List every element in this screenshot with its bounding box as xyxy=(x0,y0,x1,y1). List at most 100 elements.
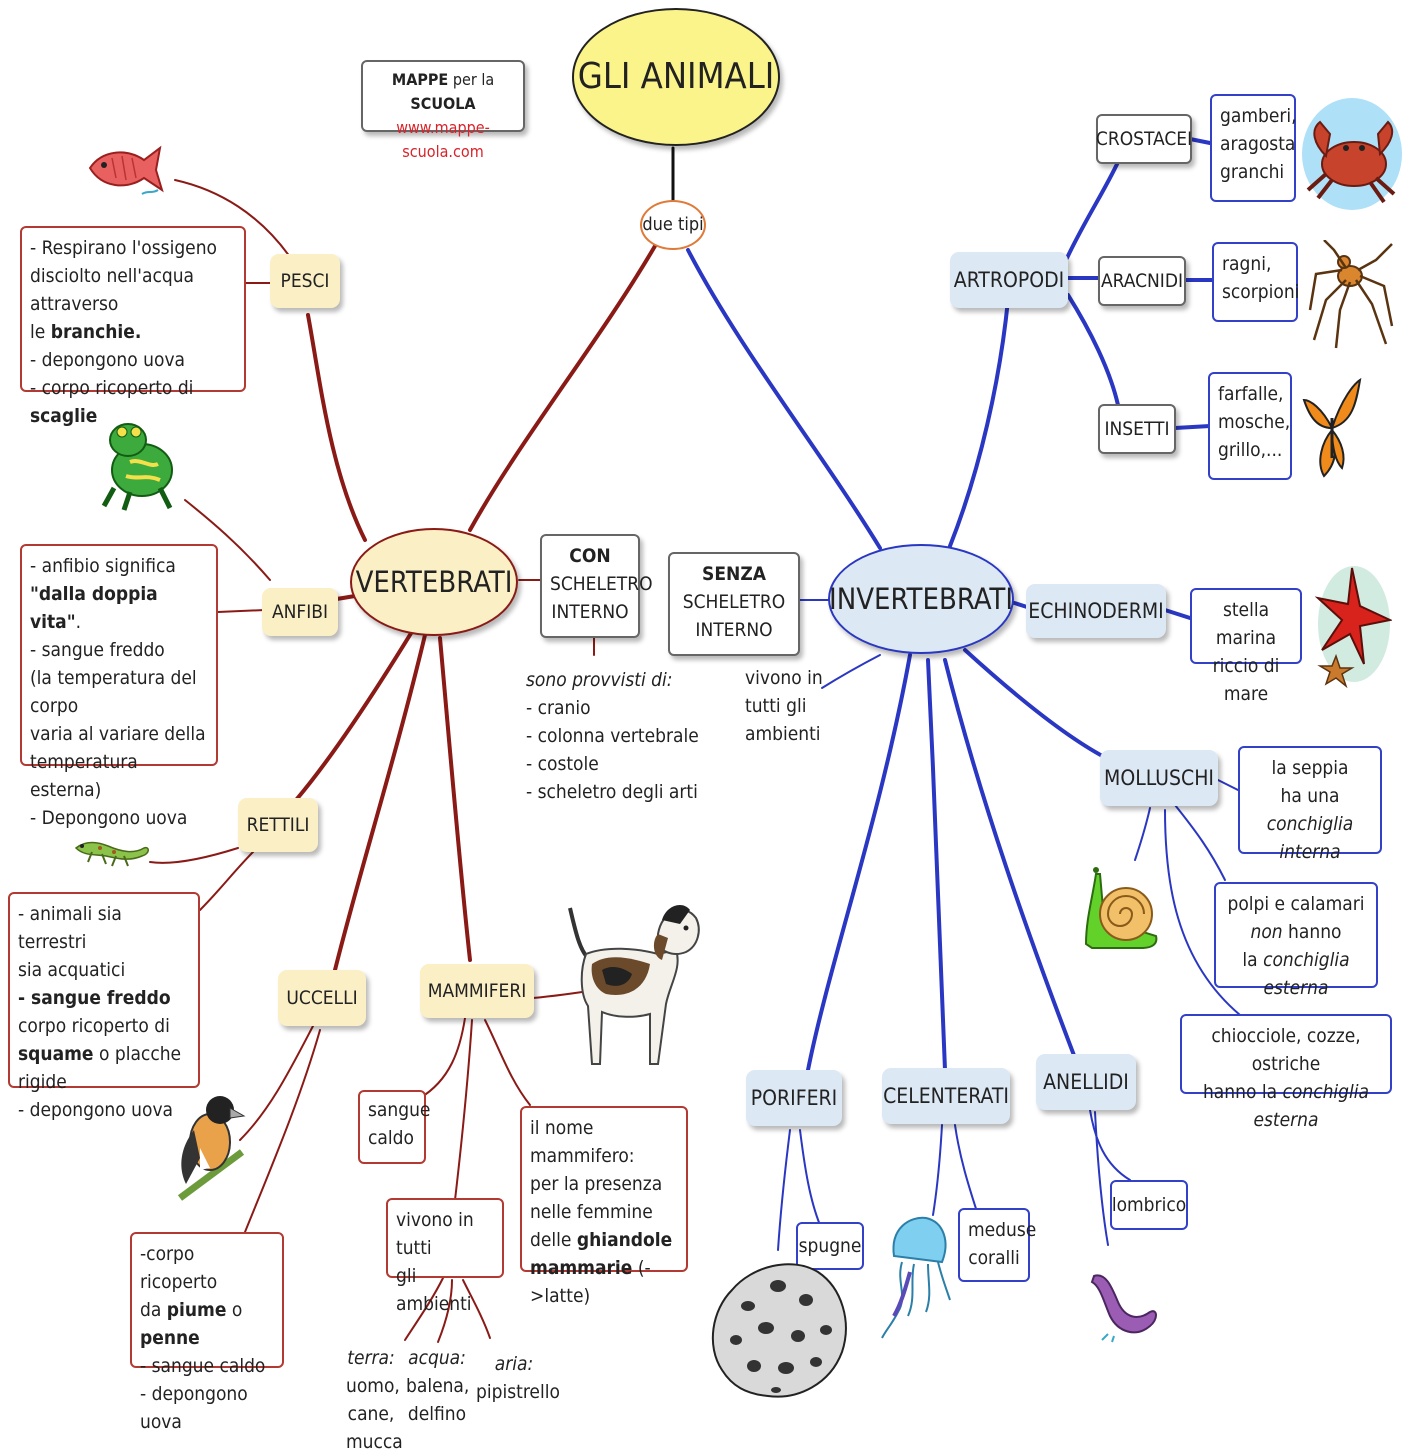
uccelli-desc-line: - depongono uova xyxy=(140,1383,248,1433)
poriferi-label: PORIFERI xyxy=(750,1086,838,1110)
uccelli-node[interactable]: UCCELLI xyxy=(278,970,366,1026)
molluschi-chiocciole: chiocciole, cozze, ostriche hanno la con… xyxy=(1180,1014,1392,1131)
senza-line-2: SCHELETRO xyxy=(682,591,786,613)
pesci-desc-line: - corpo ricoperto di xyxy=(30,377,194,399)
molluschi-node[interactable]: MOLLUSCHI xyxy=(1100,750,1218,806)
uccelli-desc-line: o xyxy=(226,1299,243,1321)
uccelli-desc-bold: penne xyxy=(140,1327,200,1349)
uccelli-desc-bold: piume xyxy=(166,1299,227,1321)
anfibi-desc-line: temperatura esterna) xyxy=(30,751,138,801)
provvisti-intro: sono provvisti di: xyxy=(526,669,673,691)
butterfly-icon xyxy=(1302,378,1362,478)
pesci-desc-bold: branchie. xyxy=(50,321,142,343)
crostacei-node[interactable]: CROSTACEI xyxy=(1096,114,1192,164)
nome-bold: ghiandole xyxy=(576,1229,673,1251)
insetti-desc-line: grillo,... xyxy=(1218,439,1283,461)
invertebrati-node[interactable]: INVERTEBRATI xyxy=(828,544,1014,654)
senza-line-3: INTERNO xyxy=(695,619,773,641)
pesci-node[interactable]: PESCI xyxy=(270,254,340,308)
anellidi-desc-line: lombrico xyxy=(1111,1194,1187,1216)
rettili-label: RETTILI xyxy=(246,814,310,836)
seppia-italic: conchiglia interna xyxy=(1266,813,1354,863)
invertebrati-label: INVERTEBRATI xyxy=(829,582,1014,616)
due-tipi-text: due tipi xyxy=(642,214,704,235)
sangue-line: sangue xyxy=(368,1099,431,1121)
celenterati-node[interactable]: CELENTERATI xyxy=(882,1068,1010,1124)
provvisti-item: - costole xyxy=(526,753,599,775)
terra-item: cane, xyxy=(347,1403,395,1425)
molluschi-seppia: la seppia ha una conchiglia interna xyxy=(1238,746,1382,863)
echinodermi-desc-line: riccio di mare xyxy=(1212,655,1280,705)
terra-item: mucca xyxy=(346,1431,403,1453)
nome-line: per la presenza xyxy=(530,1173,663,1195)
senza-scheletro-box[interactable]: SENZA SCHELETRO INTERNO xyxy=(668,552,800,656)
seppia-line: ha una xyxy=(1280,785,1340,807)
mammiferi-node[interactable]: MAMMIFERI xyxy=(420,964,534,1018)
link-label-due-tipi: due tipi xyxy=(640,200,706,250)
nome-line: il nome mammifero: xyxy=(530,1117,635,1167)
anfibi-node[interactable]: ANFIBI xyxy=(262,588,338,636)
frog-icon xyxy=(101,423,173,511)
poriferi-desc: spugne xyxy=(796,1222,864,1270)
chiocciole-line: hanno la xyxy=(1202,1081,1283,1103)
anfibi-desc-line: - anfibio significa xyxy=(30,555,176,577)
uccelli-desc-line: da xyxy=(140,1299,167,1321)
con-line-3: INTERNO xyxy=(551,601,629,623)
anellidi-node[interactable]: ANELLIDI xyxy=(1036,1054,1136,1110)
dog-icon xyxy=(568,905,700,1065)
snail-icon xyxy=(1084,867,1158,949)
aracnidi-desc-line: scorpioni xyxy=(1222,281,1300,303)
page-title: GLI ANIMALI xyxy=(577,56,775,97)
invertebrati-vivono-line: vivono in xyxy=(745,667,823,689)
celenterati-label: CELENTERATI xyxy=(883,1084,1009,1108)
logo-text-per: per la xyxy=(448,70,495,89)
anfibi-desc-bold: "dalla doppia vita" xyxy=(30,583,158,633)
invertebrati-vivono-line: ambienti xyxy=(745,723,821,745)
terra-item: uomo, xyxy=(346,1375,400,1397)
aracnidi-node[interactable]: ARACNIDI xyxy=(1098,256,1186,306)
echinodermi-desc-line: stella marina xyxy=(1215,599,1277,649)
logo-box[interactable]: MAPPE per la SCUOLA www.mappe-scuola.com xyxy=(361,60,525,161)
pesci-desc-line: - Respirano l'ossigeno xyxy=(30,237,217,259)
acqua-list: acqua: balena, delfino xyxy=(406,1344,469,1428)
echinodermi-node[interactable]: ECHINODERMI xyxy=(1026,584,1166,638)
aria-head: aria: xyxy=(494,1353,534,1375)
mammiferi-vivono: vivono in tutti gli ambienti xyxy=(386,1198,504,1315)
mammiferi-vivono-line: vivono in tutti xyxy=(396,1209,474,1259)
mammiferi-sangue: sangue caldo xyxy=(358,1090,431,1164)
poriferi-node[interactable]: PORIFERI xyxy=(746,1070,842,1126)
con-bold: CON xyxy=(569,545,611,567)
crostacei-desc-line: gamberi, xyxy=(1220,105,1297,127)
vertebrati-node[interactable]: VERTEBRATI xyxy=(350,528,518,636)
uccelli-label: UCCELLI xyxy=(286,987,358,1009)
pesci-desc-line: disciolto nell'acqua attraverso xyxy=(30,265,195,315)
anellidi-desc: lombrico xyxy=(1110,1180,1188,1230)
terra-head: terra: xyxy=(347,1347,395,1369)
sangue-line: caldo xyxy=(368,1127,414,1149)
nome-bold: mammarie xyxy=(530,1257,633,1279)
echinodermi-label: ECHINODERMI xyxy=(1028,599,1164,623)
insetti-desc-line: mosche, xyxy=(1218,411,1291,433)
rettili-desc-line: - depongono uova xyxy=(18,1099,174,1121)
terra-list: terra: uomo, cane, mucca xyxy=(346,1344,403,1456)
nome-line: (->latte) xyxy=(530,1257,651,1307)
rettili-desc-line: corpo ricoperto di xyxy=(18,1015,170,1037)
logo-text-scuola: SCUOLA xyxy=(410,94,476,113)
title-node: GLI ANIMALI xyxy=(572,8,780,146)
fish-icon xyxy=(88,145,164,195)
polpi-line: hanno xyxy=(1282,921,1342,943)
crostacei-desc-line: granchi xyxy=(1220,161,1285,183)
crostacei-label: CROSTACEI xyxy=(1095,128,1193,150)
crostacei-desc-line: aragosta xyxy=(1220,133,1296,155)
artropodi-node[interactable]: ARTROPODI xyxy=(950,252,1068,308)
pesci-desc-line: - depongono uova xyxy=(30,349,186,371)
rettili-desc-bold: sangue freddo xyxy=(31,987,171,1009)
polpi-line: polpi e calamari xyxy=(1227,893,1365,915)
rettili-node[interactable]: RETTILI xyxy=(238,798,318,852)
crab-icon xyxy=(1302,98,1402,210)
insetti-node[interactable]: INSETTI xyxy=(1098,404,1176,454)
acqua-head: acqua: xyxy=(408,1347,466,1369)
con-scheletro-box[interactable]: CON SCHELETRO INTERNO xyxy=(540,534,653,638)
logo-url: www.mappe-scuola.com xyxy=(396,118,490,161)
polpi-italic: conchiglia esterna xyxy=(1263,949,1350,999)
